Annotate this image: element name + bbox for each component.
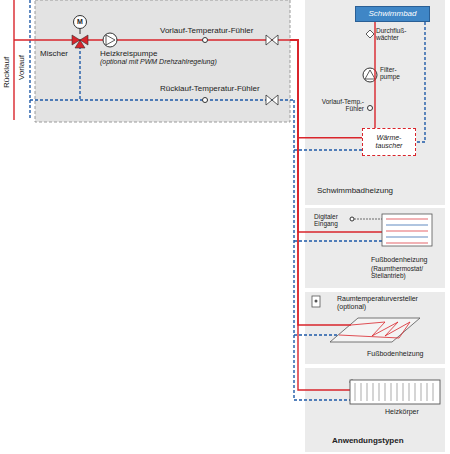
application-panel: Raumtemperaturversteller (optional) Fußbo… [305, 292, 445, 364]
radiator-fin [415, 383, 416, 401]
supply-pipe-connector [374, 22, 375, 128]
pipe-line [294, 334, 339, 335]
input-terminal [350, 217, 354, 221]
sensor-symbol [368, 106, 373, 111]
radiator-fin [427, 383, 428, 401]
return-pipe [294, 149, 362, 150]
valve-symbol [266, 35, 278, 45]
pipe-line [305, 231, 382, 232]
radiator-fin [385, 383, 386, 401]
radiator-fin [355, 383, 356, 401]
panel-ground [305, 368, 445, 452]
radiator-fin [373, 383, 374, 401]
filter-pump-symbol [365, 70, 375, 79]
pipe-label: Vorlauf [17, 55, 26, 80]
node-text: Fußbodenheizung [367, 350, 423, 358]
radiator-fin [433, 383, 434, 401]
panel-ground [305, 208, 445, 288]
pipe-line [294, 399, 350, 400]
pump-symbol [103, 33, 117, 47]
sensor-symbol [203, 38, 208, 43]
radiator-fin [397, 383, 398, 401]
node-text: Rücklauf-Temperatur-Fühler [160, 84, 260, 93]
component-label: Durchfluß- wächter [376, 27, 416, 42]
supply-pipe [14, 39, 290, 40]
node-text: Wärme- tauscher [363, 134, 415, 150]
room-thermostat-icon [315, 300, 318, 303]
floor-slab [330, 318, 420, 342]
pipe-line [294, 240, 382, 241]
pool-box: Schwimmbad [355, 6, 430, 22]
radiator-symbol [350, 380, 440, 404]
input-label: Digitaler Eingang [314, 213, 348, 228]
manifold-loop [386, 243, 428, 244]
manifold-loop [386, 219, 428, 220]
pool-return-pipe [424, 22, 425, 142]
radiator-fin [361, 383, 362, 401]
sensor-symbol [203, 98, 208, 103]
return-pipe [293, 100, 294, 400]
node-text: Schwimmbadheizung [317, 186, 393, 195]
manifold-loop [386, 225, 428, 226]
mixer-symbol [72, 35, 88, 48]
radiator-fin [391, 383, 392, 401]
panel-ground [305, 292, 445, 364]
radiator-fin [403, 383, 404, 401]
radiator-fin [367, 383, 368, 401]
radiator-fin [421, 383, 422, 401]
supply-pipe-connector [290, 40, 305, 390]
motor-shaft [80, 29, 81, 35]
mixing-group: Mischer Heizkreispumpe(optional mit PWM D… [35, 0, 290, 122]
panel-ground [305, 0, 445, 205]
pipe-line [305, 389, 350, 390]
supply-pipe-connector [290, 40, 362, 138]
room-thermostat-icon [312, 296, 320, 307]
valve-symbol [266, 95, 278, 105]
group-caption: Anwendungstypen [332, 436, 404, 445]
signal-line [354, 219, 382, 220]
node-text: Vorlauf-Temperatur-Fühler [160, 26, 253, 35]
flow-switch-symbol [366, 30, 374, 38]
mixing-group-ground [35, 0, 290, 122]
manifold-loop [386, 231, 428, 232]
node-text: Heizkreispumpe [100, 49, 157, 58]
node-text: Fußbodenheizung [371, 256, 427, 264]
return-pipe [29, 0, 30, 120]
pipe-label: Rücklauf [2, 57, 11, 88]
node-text: (Raumthermostat/ Stellantrieb) [371, 265, 433, 280]
radiator-fin [409, 383, 410, 401]
component-label: Vorlauf-Temp.- Fühler [310, 98, 364, 113]
manifold-loop [386, 237, 428, 238]
pipe-line [305, 324, 351, 325]
supply-pipe [13, 0, 14, 120]
node-text: Raumtemperaturversteller (optional) [337, 295, 432, 311]
node-text: (optional mit PWM Drehzahlregelung) [100, 58, 217, 66]
bypass-pipe [79, 46, 80, 100]
node-text: Heizkörper [385, 408, 419, 416]
heat-exchanger-box: Wärme- tauscher [362, 128, 416, 156]
radiator-fin [379, 383, 380, 401]
motor-symbol-label: M [74, 17, 86, 27]
manifold-symbol [382, 214, 432, 246]
motor-symbol [74, 16, 87, 29]
node-text: Schwimmbad [368, 9, 416, 18]
node-text: Mischer [40, 49, 68, 58]
component-label: Filter- pumpe [380, 66, 412, 81]
pump-symbol [106, 35, 115, 45]
return-pipe [30, 99, 294, 100]
